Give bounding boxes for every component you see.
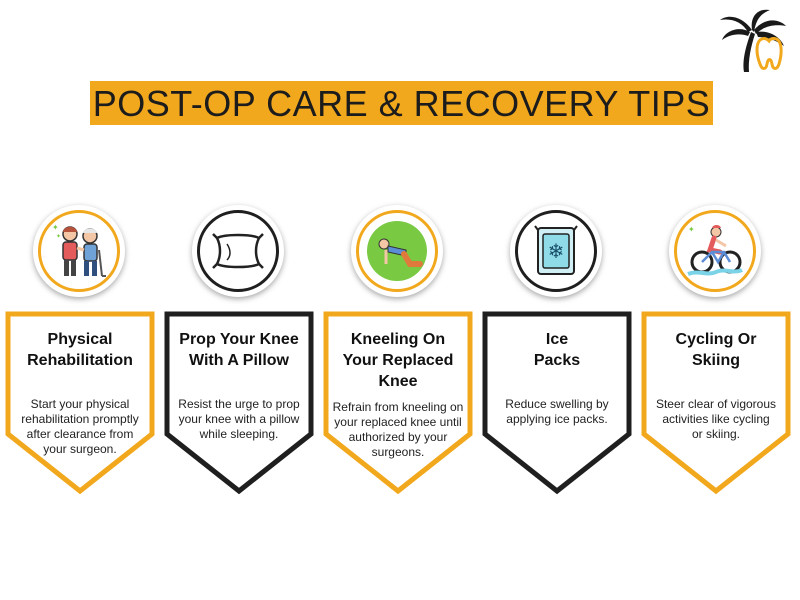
icon-ring	[674, 210, 756, 292]
chevron-card-shape	[641, 311, 791, 495]
cycling-icon: ✦	[687, 225, 743, 276]
icon-badge	[192, 205, 284, 297]
ice-pack-icon: ❄	[534, 225, 578, 275]
rehabilitation-icon: ✦ ✦	[52, 223, 106, 277]
svg-text:✦: ✦	[688, 225, 695, 234]
svg-text:❄: ❄	[548, 241, 565, 263]
icon-ring	[38, 210, 120, 292]
icon-badge	[351, 205, 443, 297]
icon-badge: ✦ ✦	[33, 205, 125, 297]
title-banner: POST-OP CARE & RECOVERY TIPS	[90, 81, 713, 125]
chevron-card-shape	[164, 311, 314, 495]
palm-tooth-logo-icon	[720, 9, 786, 72]
kneeling-icon	[367, 221, 427, 281]
page-title: POST-OP CARE & RECOVERY TIPS	[92, 83, 711, 124]
svg-text:✦: ✦	[52, 223, 59, 232]
chevron-card-shape	[323, 311, 473, 495]
chevron-card-shape	[5, 311, 155, 495]
icon-badge: ❄	[510, 205, 602, 297]
chevron-card-shape	[482, 311, 632, 495]
pillow-icon	[212, 233, 264, 269]
svg-text:✦: ✦	[56, 233, 61, 240]
icon-badge: ✦	[669, 205, 761, 297]
